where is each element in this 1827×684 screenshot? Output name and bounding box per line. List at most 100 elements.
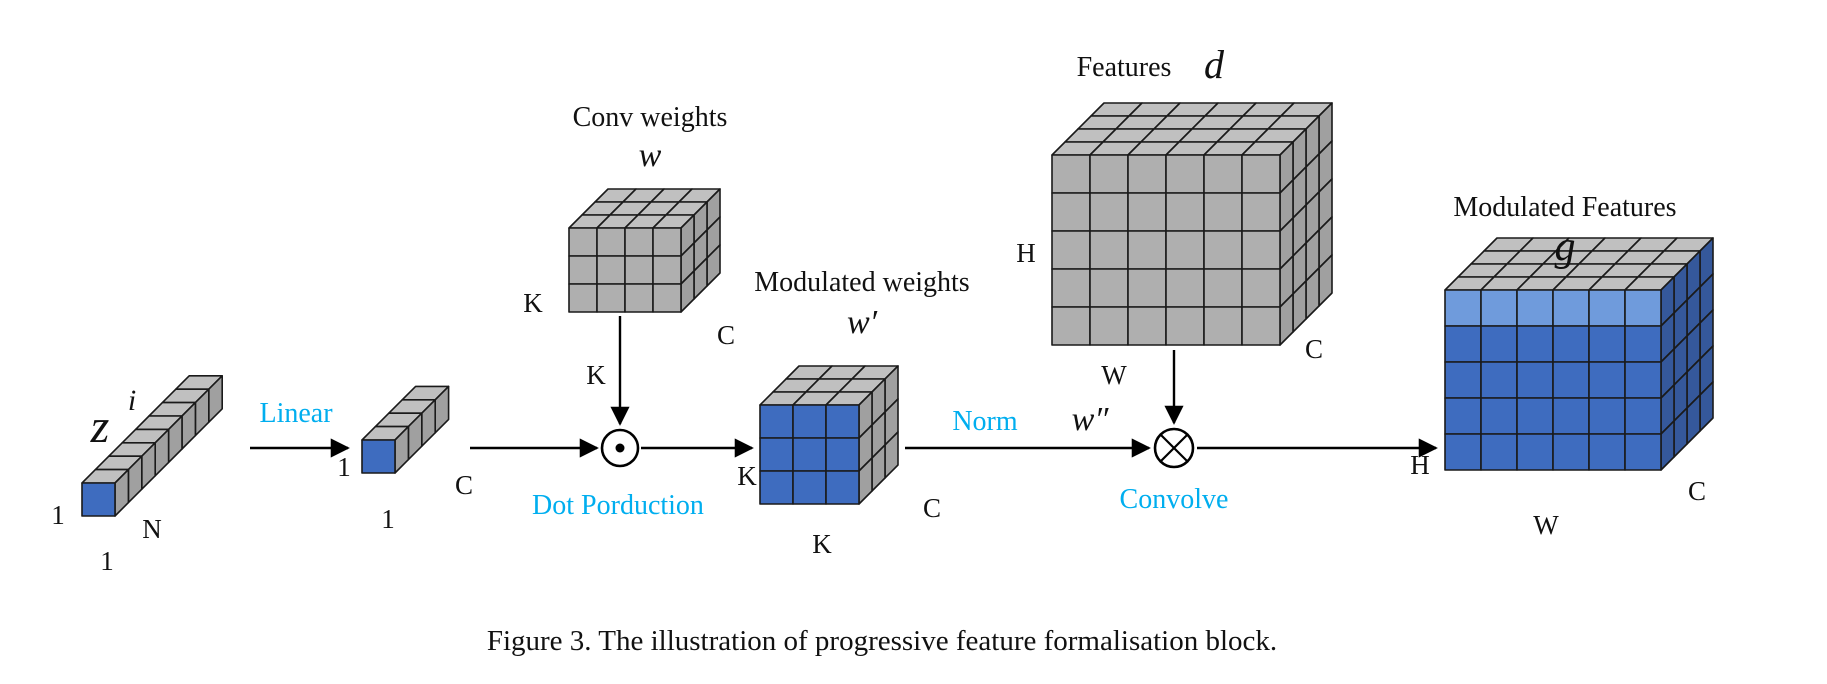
cube-cell <box>1480 397 1518 435</box>
dot-production-label: Dot Porduction <box>532 490 704 521</box>
cube-cell <box>825 437 860 472</box>
features-title: Features <box>1077 52 1172 83</box>
cube-cell <box>1127 230 1167 270</box>
cube-cell <box>1051 306 1091 346</box>
cube-cell <box>1552 433 1590 471</box>
cube-cell <box>1165 154 1205 194</box>
modulated-weights-right-label: C <box>923 493 941 523</box>
cube-cell <box>568 283 598 313</box>
conv-weights-bottom-label: K <box>586 360 606 390</box>
cube-cell <box>1089 154 1129 194</box>
z-superscript: i <box>128 384 136 417</box>
cube-cell <box>1444 325 1482 363</box>
cube-cell <box>1165 306 1205 346</box>
cube-cell <box>1516 361 1554 399</box>
cube-cell <box>792 404 827 439</box>
cube-cell <box>1480 433 1518 471</box>
cube-cell <box>759 437 794 472</box>
modulated-weights-title: Modulated weights <box>754 267 969 298</box>
cube-cell <box>1203 154 1243 194</box>
conv-weights-title: Conv weights <box>573 102 728 133</box>
c-vector-depth-label: C <box>455 470 473 500</box>
cube-cell <box>1444 289 1482 327</box>
cube-cell <box>596 255 626 285</box>
z-rows-label: 1 <box>51 500 65 530</box>
cube-cell <box>1624 325 1662 363</box>
cube-cell <box>1051 192 1091 232</box>
cube-cell <box>1089 268 1129 308</box>
modulated-features-title: Modulated Features <box>1453 192 1676 223</box>
cube-cell <box>1165 268 1205 308</box>
features-cube <box>1051 102 1333 346</box>
cube-cell <box>1165 230 1205 270</box>
conv-weights-cube <box>568 188 721 313</box>
cube-cell <box>1089 306 1129 346</box>
cube-cell <box>568 255 598 285</box>
cube-cell <box>1089 192 1129 232</box>
c-vector-rows-label: 1 <box>337 452 351 482</box>
cube-cell <box>596 227 626 257</box>
cube-cell <box>1051 268 1091 308</box>
cube-cell <box>792 470 827 505</box>
linear-label: Linear <box>259 398 333 429</box>
cube-cell <box>1624 289 1662 327</box>
cube-cell <box>1127 268 1167 308</box>
cube-cell <box>759 404 794 439</box>
cube-cell <box>1516 289 1554 327</box>
norm-label: Norm <box>952 406 1018 437</box>
convolve-label: Convolve <box>1120 484 1229 515</box>
dot-product-operator <box>600 428 640 468</box>
cube-cell <box>1588 289 1626 327</box>
cube-cell <box>1165 192 1205 232</box>
cube-cell <box>1516 433 1554 471</box>
norm-symbol: w″ <box>1072 401 1110 438</box>
cube-cell <box>1516 397 1554 435</box>
cube-cell <box>1241 230 1281 270</box>
cube-cell <box>1089 230 1129 270</box>
features-right-label: C <box>1305 334 1323 364</box>
cube-cell <box>1051 230 1091 270</box>
modulated-features-cube <box>1444 237 1714 471</box>
cube-cell <box>1480 325 1518 363</box>
modulated-weights-cube <box>759 365 899 505</box>
cube-cell <box>1444 433 1482 471</box>
cube-cell <box>1203 306 1243 346</box>
dot-product-dot-icon <box>615 443 625 453</box>
cube-cell <box>1203 268 1243 308</box>
cube-cell <box>1127 154 1167 194</box>
modulated-features-bottom-label: W <box>1533 510 1559 540</box>
cube-cell <box>1588 433 1626 471</box>
features-bottom-label: W <box>1101 360 1127 390</box>
cube-cell <box>1444 397 1482 435</box>
cube-cell <box>1552 361 1590 399</box>
cube-cell <box>568 227 598 257</box>
conv-weights-right-label: C <box>717 320 735 350</box>
cube-cell <box>1624 397 1662 435</box>
cube-cell <box>624 227 654 257</box>
cube-cell <box>1127 192 1167 232</box>
cube-cell <box>1051 154 1091 194</box>
cube-cell <box>1241 268 1281 308</box>
modulated-weights-left-label: K <box>737 461 757 491</box>
modulated-features-left-label: H <box>1410 450 1430 480</box>
cube-cell <box>624 255 654 285</box>
cube-cell <box>1203 230 1243 270</box>
cube-cell <box>1444 361 1482 399</box>
cube-cell <box>1588 325 1626 363</box>
cube-cell <box>1241 192 1281 232</box>
cube-cell <box>759 470 794 505</box>
cube-cell <box>1480 361 1518 399</box>
z-symbol: z <box>90 400 110 453</box>
features-left-label: H <box>1016 238 1036 268</box>
modulated-features-symbol: g <box>1555 224 1576 270</box>
cube-cell <box>361 439 396 474</box>
cube-cell <box>792 437 827 472</box>
cube-cell <box>652 227 682 257</box>
modulated-features-right-label: C <box>1688 476 1706 506</box>
cube-cell <box>624 283 654 313</box>
cube-cell <box>596 283 626 313</box>
z-depth-label: N <box>142 514 162 544</box>
cube-cell <box>1552 289 1590 327</box>
